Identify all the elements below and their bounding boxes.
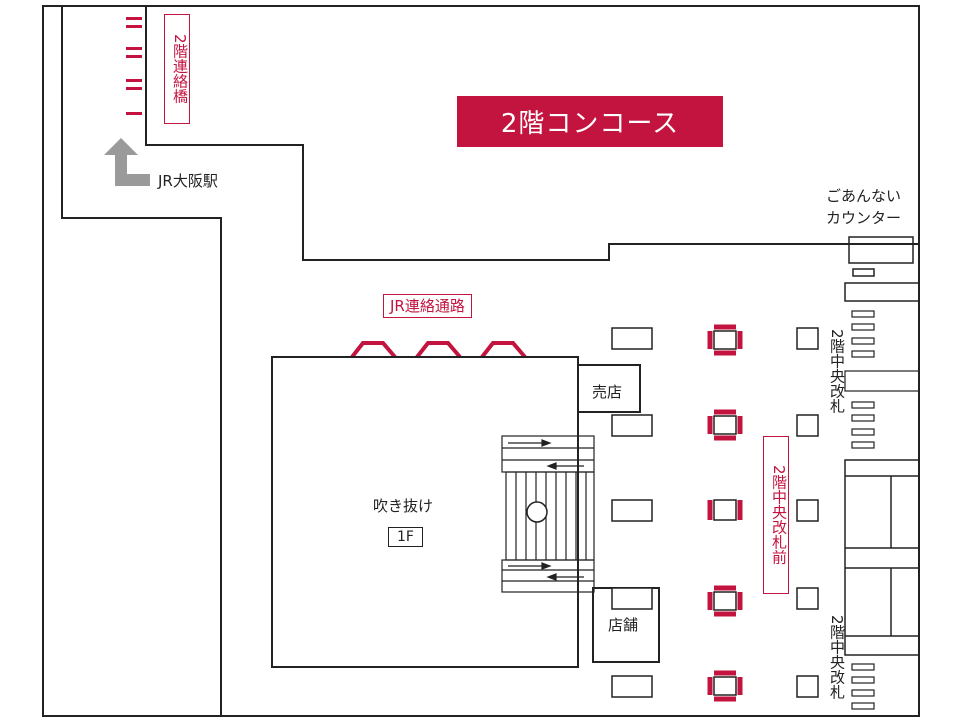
escalator-direction-arrow-icon (508, 439, 584, 581)
jr-osaka-direction-label[interactable]: JR大阪駅 (158, 172, 218, 190)
gate-machines-lower (851, 663, 875, 710)
info-counter-desk (848, 236, 914, 264)
benches (611, 327, 819, 698)
central-gate-upper-label[interactable]: 2階中央改札 (828, 328, 846, 414)
shop-label: 店舗 (608, 616, 639, 634)
left-corridor-wall (61, 6, 222, 716)
escalator (501, 435, 595, 593)
map-border (42, 5, 920, 717)
jr-passage-label[interactable]: JR連絡通路 (383, 294, 472, 318)
jr-passage-doors (350, 341, 527, 359)
right-structure (844, 459, 920, 656)
info-counter-label-line1: ごあんない (826, 187, 902, 205)
kiosk-box (577, 364, 641, 413)
pillar-cores (713, 330, 737, 696)
connect-bridge-label: 2階連絡橋 (164, 14, 190, 124)
concourse-upper-wall (145, 6, 919, 261)
gate-machines-upper (844, 310, 920, 449)
atrium-label: 吹き抜け (373, 497, 434, 515)
info-counter-small (852, 268, 875, 277)
atrium-floor-badge: 1F (388, 527, 423, 547)
gate-block (844, 282, 920, 302)
up-arrow-icon (104, 138, 150, 186)
central-gate-lower-label[interactable]: 2階中央改札 (828, 614, 846, 700)
concourse-title-banner: 2階コンコース (457, 96, 723, 147)
bridge-markings (126, 17, 142, 115)
info-counter-label-line2: カウンター (826, 209, 902, 227)
atrium-area (271, 356, 579, 668)
escalator-post (526, 501, 548, 523)
pillar-icon (707, 324, 743, 702)
kiosk-label: 売店 (592, 383, 623, 401)
central-gate-front-label[interactable]: 2階中央改札前 (763, 436, 789, 594)
